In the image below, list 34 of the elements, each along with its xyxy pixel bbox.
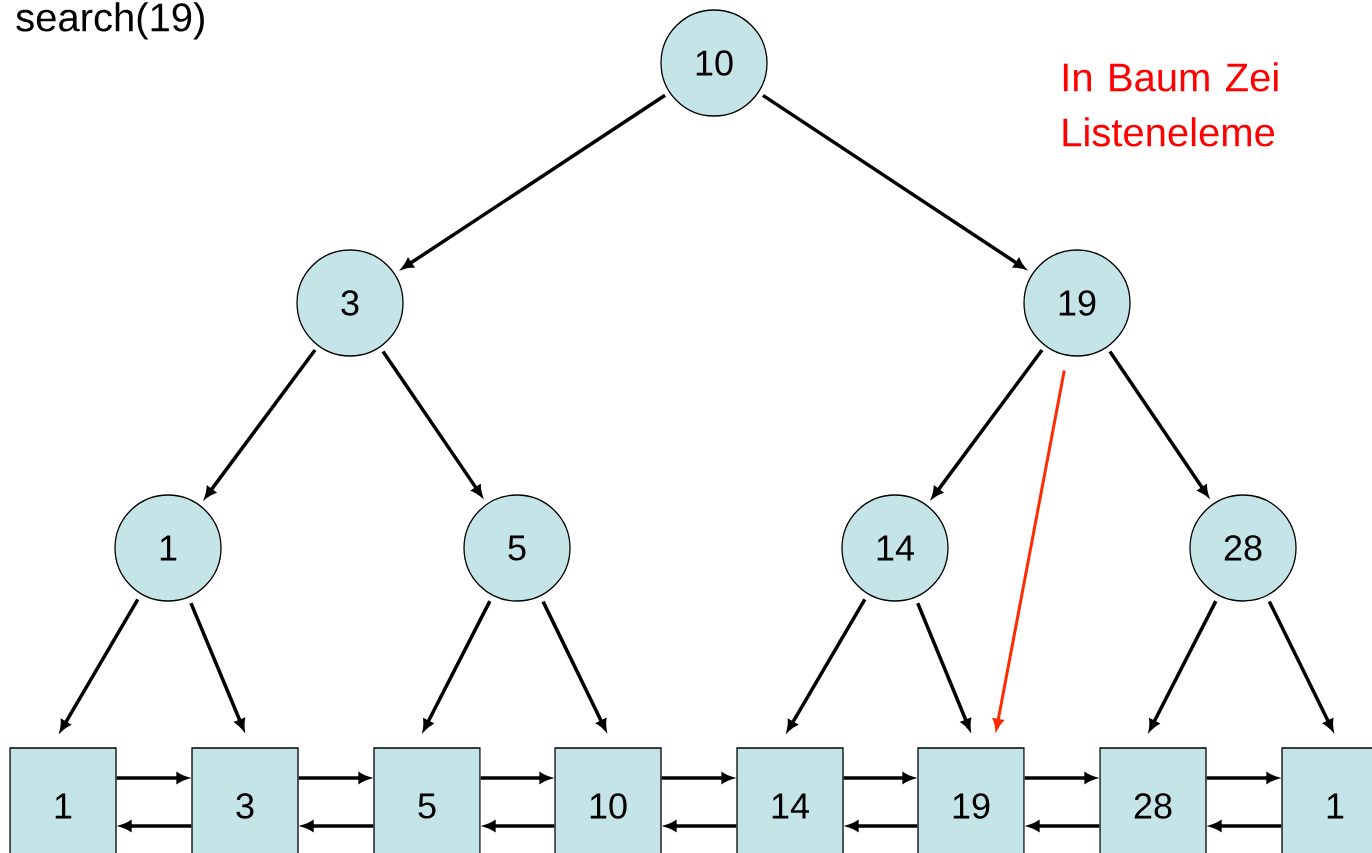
arrow (422, 600, 492, 731)
arrow (1024, 772, 1096, 784)
list-element-box: 14 (736, 747, 844, 853)
arrow (1206, 772, 1278, 784)
list-element-box: 10 (554, 747, 662, 853)
list-element-box: 19 (917, 747, 1025, 853)
arrow (381, 350, 483, 497)
arrow (116, 772, 188, 784)
list-element-box: 28 (1099, 747, 1207, 853)
arrow (59, 598, 140, 732)
arrow (120, 820, 192, 832)
arrow (541, 600, 607, 731)
arrow (1108, 350, 1209, 497)
arrow (1210, 820, 1282, 832)
arrow (484, 820, 555, 832)
arrow (1028, 820, 1100, 832)
arrow (847, 820, 918, 832)
arrow (786, 598, 867, 732)
arrow (761, 93, 1026, 270)
arrow (665, 820, 737, 832)
list-element-box: 5 (373, 747, 481, 853)
arrow (661, 772, 733, 784)
list-element-box: 3 (191, 747, 299, 853)
arrow (843, 772, 914, 784)
list-element-box: 1 (9, 747, 117, 853)
arrow (1148, 600, 1218, 731)
arrow (1267, 600, 1334, 731)
arrow (480, 772, 551, 784)
arrow (204, 349, 317, 499)
list-element-box: 1 (1281, 747, 1372, 853)
note-text: In Baum Zei Listeneleme (1063, 62, 1278, 147)
arrow (302, 820, 374, 832)
arrow (298, 772, 370, 784)
search-label: search(19) (16, 2, 204, 40)
